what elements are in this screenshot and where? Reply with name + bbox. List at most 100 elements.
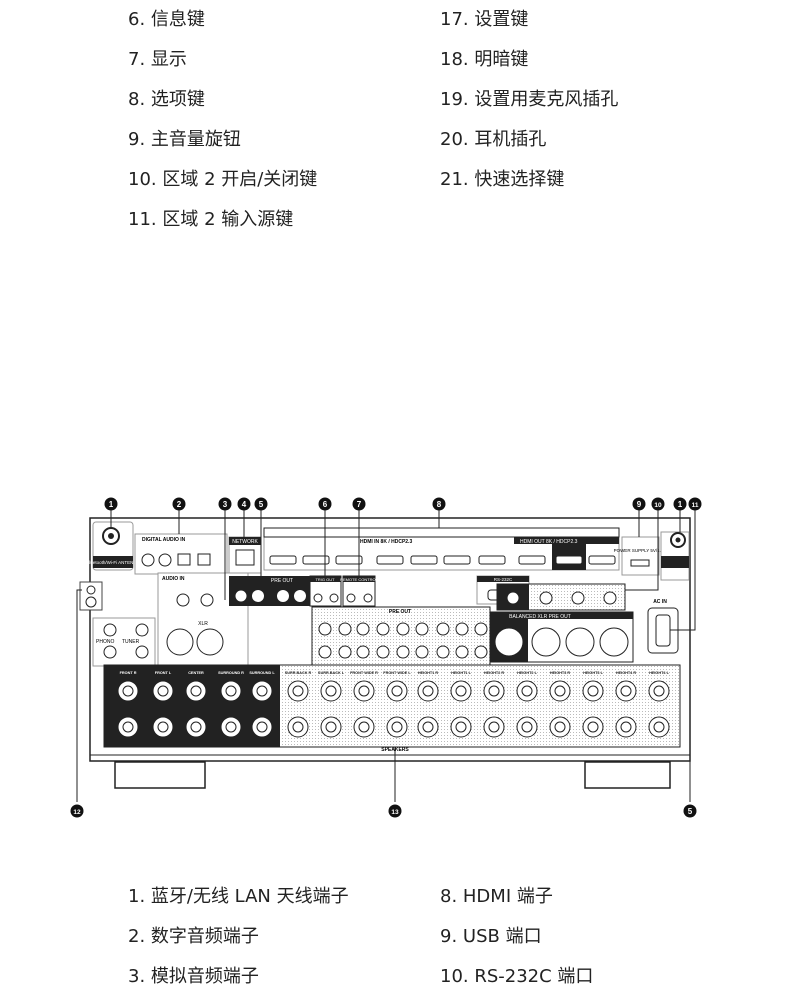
list-item: 9. 主音量旋钮 [128,129,241,150]
callout-number: 8 [437,500,442,509]
digital-audio-label: DIGITAL AUDIO IN [142,537,186,543]
speaker-channel-label: SURR.BACK L [318,671,345,675]
callout-marker: 11 [688,497,702,511]
phono-label: PHONO [96,639,114,645]
trigger-out: TRIG OUT [309,575,342,607]
callout-number: 12 [73,809,81,816]
antenna-left: Bluetooth/Wi-Fi ANTENNA [86,521,140,571]
rca-jack [474,622,488,636]
callout-marker: 13 [388,804,402,818]
callout-number: 11 [692,502,699,509]
callout-number: 2 [177,500,182,509]
list-item: 17. 设置键 [440,9,529,30]
hdmi-port [335,555,363,565]
speaker-channel-label: FRONT WIDE R [350,671,378,675]
list-item: 10. RS-232C 端口 [440,966,594,987]
pre-out-section: PRE OUT [311,606,491,666]
balanced-label: BALANCED XLR PRE OUT [509,614,571,620]
foot-left [114,761,206,789]
rca-jack [318,622,332,636]
list-item: 19. 设置用麦克风插孔 [440,89,619,110]
rca-jack [474,645,488,659]
hdmi-port [269,555,297,565]
speaker-channel-label: HEIGHT4 L [649,671,670,675]
list-item: 20. 耳机插孔 [440,129,547,150]
callout-lines [76,510,696,802]
hdmi-port [302,555,330,565]
speaker-channel-label: SURROUND L [249,671,275,675]
hdmi-port [410,555,438,565]
list-item: 10. 区域 2 开启/关闭键 [128,169,318,190]
rca-jack [376,622,390,636]
speaker-channel-label: CENTER [188,671,204,675]
speaker-channel-label: HEIGHT3 L [583,671,604,675]
callout-marker: 10 [651,497,665,511]
callout-marker: 4 [237,497,251,511]
callout-number: 4 [242,500,247,509]
hdmi-section: HDMI IN 8K / HDCP2.3 HDMI OUT 8K / HDCP2… [263,536,620,571]
list-item: 1. 蓝牙/无线 LAN 天线端子 [128,886,349,907]
list-item: 3. 模拟音频端子 [128,966,259,987]
callout-marker: 1 [104,497,118,511]
remote-label: REMOTE CONTROL [340,577,379,582]
callout-marker: 8 [432,497,446,511]
hdmi-label: HDMI IN 8K / HDCP2.3 [360,539,412,545]
rca-jack [396,645,410,659]
callout-number: 10 [654,502,662,509]
usb-port: POWER SUPPLY 5V/1.5A [614,536,667,576]
speaker-channel-label: HEIGHT4 R [616,671,637,675]
tuner-label: TUNER [122,639,140,645]
rca-jack [455,622,469,636]
callout-marker: 7 [352,497,366,511]
rca-jack [455,645,469,659]
callout-number: 9 [637,500,642,509]
callout-marker: 12 [70,804,84,818]
xlr-label: XLR [198,621,208,627]
rca-jack [376,645,390,659]
callout-marker: 5 [254,497,268,511]
speaker-channel-label: FRONT L [155,671,172,675]
zone-pre-out-label: PRE OUT [271,578,293,584]
callout-marker: 2 [172,497,186,511]
usb-label: POWER SUPPLY 5V/1.5A [614,548,667,553]
speaker-channel-label: HEIGHT1 L [451,671,472,675]
hdmi-port [588,555,616,565]
speaker-channel-label: FRONT WIDE L [383,671,411,675]
speaker-channel-label: HEIGHT1 R [418,671,439,675]
audio-in-label: AUDIO IN [162,576,185,582]
callout-marker: 9 [632,497,646,511]
network-label: NETWORK [232,539,258,545]
hdmi-port [478,555,506,565]
list-item: 6. 信息键 [128,9,205,30]
speaker-channel-label: HEIGHT2 R [484,671,505,675]
list-item: 18. 明暗键 [440,49,529,70]
rca-jack [318,645,332,659]
callout-number: 1 [678,500,683,509]
callout-number: 6 [323,500,328,509]
rca-jack [356,622,370,636]
speaker-channel-label: HEIGHT3 R [550,671,571,675]
hdmi-port [443,555,471,565]
hdmi-port [518,555,546,565]
pre-out-label: PRE OUT [389,609,411,615]
subwoofer-pre-out [496,583,626,611]
rca-jack [436,645,450,659]
list-item: 8. 选项键 [128,89,205,110]
list-item: 8. HDMI 端子 [440,886,553,907]
speaker-channel-label: HEIGHT2 L [517,671,538,675]
callout-marker: 6 [318,497,332,511]
callout-marker: 3 [218,497,232,511]
antenna-label: Bluetooth/Wi-Fi ANTENNA [86,560,139,565]
callout-number: 7 [357,500,362,509]
rca-jack [356,645,370,659]
list-item: 2. 数字音频端子 [128,926,259,947]
antenna-right [660,531,690,581]
foot-right [584,761,671,789]
ac-inlet: AC IN [647,599,679,654]
callout-marker: 1 [673,497,687,511]
rs232c-label: RS-232C [494,577,513,582]
rca-jack [396,622,410,636]
callout-number: 3 [223,500,228,509]
digital-audio-section: DIGITAL AUDIO IN [134,533,228,575]
